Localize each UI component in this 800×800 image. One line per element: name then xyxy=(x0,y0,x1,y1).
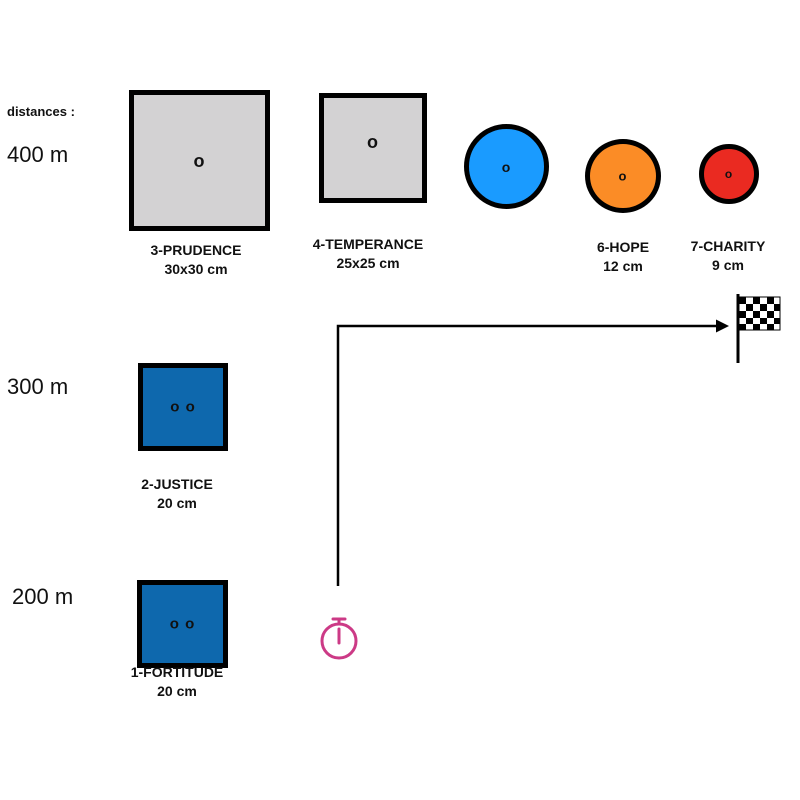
distance-400: 400 m xyxy=(7,142,69,167)
target-marks: o o xyxy=(169,615,196,633)
label-charity: 7-CHARITY 9 cm xyxy=(678,237,778,275)
target-marks: o xyxy=(193,150,206,171)
distance-200: 200 m xyxy=(12,584,74,609)
target-size: 30x30 cm xyxy=(164,261,228,277)
target-name: 6-HOPE xyxy=(596,239,650,255)
distances-title: distances : xyxy=(7,104,75,119)
target-name: 7-CHARITY xyxy=(690,238,766,254)
target-fortitude: o o xyxy=(137,580,228,668)
target-size: 9 cm xyxy=(712,257,744,273)
target-marks: o o xyxy=(170,398,196,416)
target-hope: o xyxy=(585,139,661,213)
target-size: 20 cm xyxy=(157,683,197,699)
route-arrow xyxy=(336,319,729,586)
target-size: 12 cm xyxy=(603,258,643,274)
target-size: 25x25 cm xyxy=(336,255,400,271)
checkered-flag-icon xyxy=(736,294,781,363)
target-prudence: o xyxy=(129,90,270,231)
target-charity: o xyxy=(699,144,759,204)
target-justice: o o xyxy=(138,363,228,451)
label-hope: 6-HOPE 12 cm xyxy=(573,238,673,276)
label-fortitude: 1-FORTITUDE 20 cm xyxy=(107,663,247,701)
target-size: 20 cm xyxy=(157,495,197,511)
target-unlabeled-blue-circle: o xyxy=(464,124,549,209)
target-name: 3-PRUDENCE xyxy=(150,242,242,258)
target-marks: o xyxy=(501,158,512,175)
target-marks: o xyxy=(367,132,379,152)
distance-300: 300 m xyxy=(7,374,69,399)
label-temperance: 4-TEMPERANCE 25x25 cm xyxy=(298,235,438,273)
target-name: 4-TEMPERANCE xyxy=(312,236,424,252)
target-name: 2-JUSTICE xyxy=(141,476,213,492)
target-temperance: o xyxy=(319,93,427,203)
target-marks: o xyxy=(724,167,734,181)
label-prudence: 3-PRUDENCE 30x30 cm xyxy=(126,241,266,279)
target-name: 1-FORTITUDE xyxy=(130,664,224,680)
target-marks: o xyxy=(618,168,628,184)
label-justice: 2-JUSTICE 20 cm xyxy=(112,475,242,513)
stopwatch-icon xyxy=(320,617,358,660)
